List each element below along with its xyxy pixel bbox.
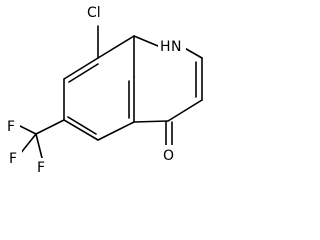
atom-fluorine-2: F xyxy=(9,151,17,167)
atom-nitrogen-h: H xyxy=(160,39,171,55)
bond-c5-c6 xyxy=(63,119,99,141)
atom-nitrogen: N xyxy=(171,39,181,55)
bond-c8-c8-top xyxy=(97,35,135,59)
bond-cf3-f3 xyxy=(35,133,43,159)
bond-c4-c4a xyxy=(133,120,169,123)
bond-c6-cf3 xyxy=(35,119,65,135)
bond-c7-c8-inner xyxy=(68,63,99,83)
atom-chlorine: Cl xyxy=(87,5,101,21)
bond-cf3-f1 xyxy=(19,125,37,135)
atom-fluorine-1: F xyxy=(7,119,15,135)
bond-c5-c6-inner xyxy=(67,116,97,135)
atom-oxygen: O xyxy=(163,148,174,164)
bond-c7-c8 xyxy=(63,57,99,80)
atom-fluorine-3: F xyxy=(37,160,45,176)
structure-drawing: Cl H N O F F F xyxy=(7,5,203,176)
bond-cf3-f2 xyxy=(19,133,37,155)
molecule-diagram: Cl H N O F F F xyxy=(7,5,203,176)
bond-c3-c4 xyxy=(167,99,203,122)
bond-c8a-n1 xyxy=(133,35,159,47)
bond-c4a-c5 xyxy=(97,121,135,141)
